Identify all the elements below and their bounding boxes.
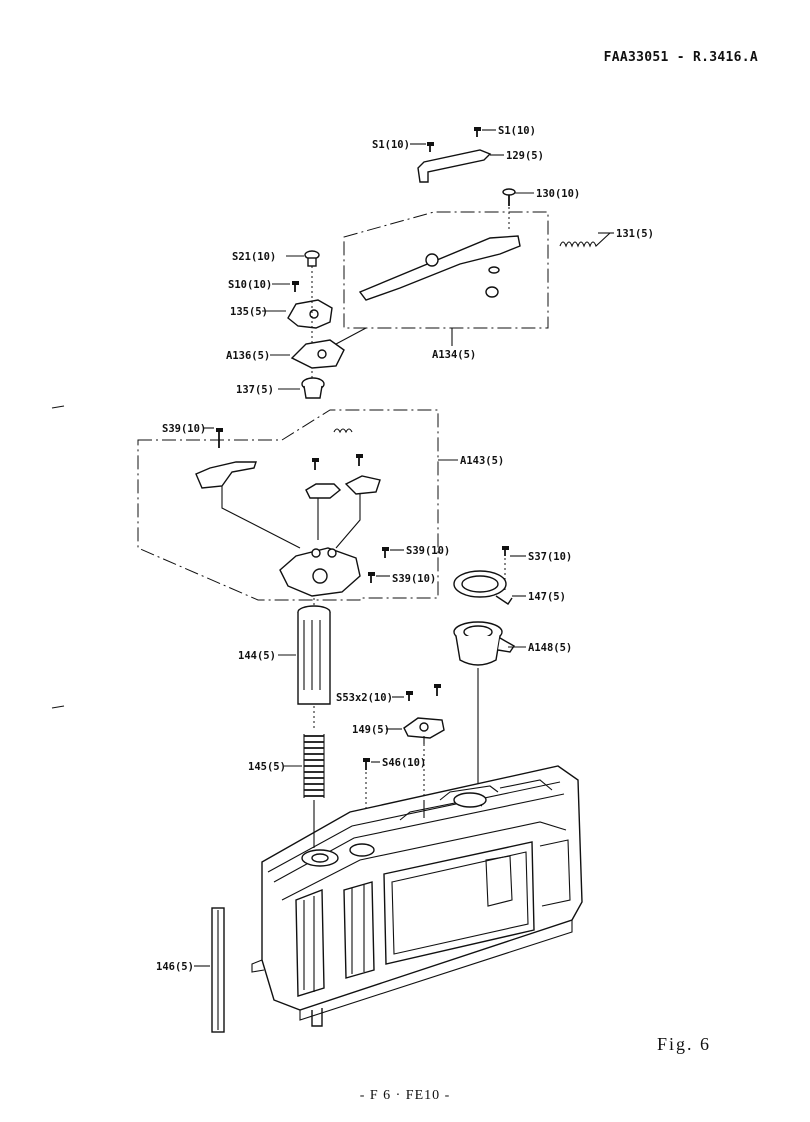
screw-s53-right	[434, 684, 441, 696]
screw-s10	[292, 281, 299, 292]
label-135: 135(5)	[230, 306, 268, 318]
lever-a134	[358, 235, 521, 301]
label-s39-low: S39(10)	[392, 573, 436, 585]
screw-s46	[363, 758, 370, 770]
label-144: 144(5)	[238, 650, 276, 662]
label-s53: S53x2(10)	[336, 692, 393, 704]
label-145: 145(5)	[248, 761, 286, 773]
group-boundary-a143	[137, 409, 439, 601]
screw-s37	[502, 546, 509, 556]
screw-a143-right	[356, 454, 363, 466]
shaft-144	[297, 605, 331, 705]
label-s39-mid: S39(10)	[406, 545, 450, 557]
label-s10: S10(10)	[228, 279, 272, 291]
plate-135-hole	[309, 309, 319, 319]
lever-a134-hole	[425, 253, 439, 267]
screw-s1-right	[474, 127, 481, 137]
lever-a134-pin	[488, 266, 500, 274]
base-plate-post	[327, 548, 337, 558]
screw-s53-left	[406, 691, 413, 701]
label-149: 149(5)	[352, 724, 390, 736]
camera-body	[251, 765, 583, 1027]
screw-s39-low	[368, 572, 375, 583]
lever-a143-right	[344, 475, 381, 495]
label-131: 131(5)	[616, 228, 654, 240]
screw-s1-left	[427, 142, 434, 152]
label-137: 137(5)	[236, 384, 274, 396]
spring-a143	[333, 428, 353, 434]
screw-130	[502, 188, 516, 206]
lever-a143-center	[305, 483, 342, 499]
assembly-line	[221, 486, 301, 549]
margin-mark	[51, 405, 65, 409]
spring-145	[303, 734, 325, 798]
spring-131	[559, 232, 611, 248]
base-plate-center-hole	[312, 568, 328, 584]
lever-a143-left	[195, 461, 257, 489]
label-s46: S46(10)	[382, 757, 426, 769]
label-a134: A134(5)	[432, 349, 476, 361]
group-boundary-a134	[343, 211, 549, 329]
label-s1-right: S1(10)	[498, 125, 536, 137]
leader-line	[335, 327, 367, 345]
label-147: 147(5)	[528, 591, 566, 603]
label-130: 130(10)	[536, 188, 580, 200]
plate-149	[403, 717, 445, 744]
label-s21: S21(10)	[232, 251, 276, 263]
figure-label: Fig. 6	[657, 1034, 712, 1054]
screw-s39-mid	[382, 547, 389, 558]
label-a143: A143(5)	[460, 455, 504, 467]
screw-s21	[304, 250, 320, 267]
rod-146	[211, 907, 225, 1033]
label-s37: S37(10)	[528, 551, 572, 563]
page-footer: - F 6 · FE10 -	[359, 1088, 451, 1103]
label-a136: A136(5)	[226, 350, 270, 362]
base-plate-post	[311, 548, 321, 558]
assembly-a136-hole	[317, 349, 327, 359]
ring-147	[453, 570, 513, 605]
label-129: 129(5)	[506, 150, 544, 162]
assembly-line	[335, 494, 361, 549]
bushing-137	[301, 377, 325, 399]
lever-129	[417, 149, 492, 183]
e-ring	[485, 286, 499, 298]
label-a148: A148(5)	[528, 642, 572, 654]
document-code: FAA33051 - R.3416.A	[603, 50, 758, 65]
label-s39-top: S39(10)	[162, 423, 206, 435]
screw-s39-top	[216, 428, 223, 448]
housing-a148	[453, 621, 515, 666]
label-s1-left: S1(10)	[372, 139, 410, 151]
screw-a143-center	[312, 458, 319, 470]
label-146: 146(5)	[156, 961, 194, 973]
margin-mark	[51, 705, 65, 709]
